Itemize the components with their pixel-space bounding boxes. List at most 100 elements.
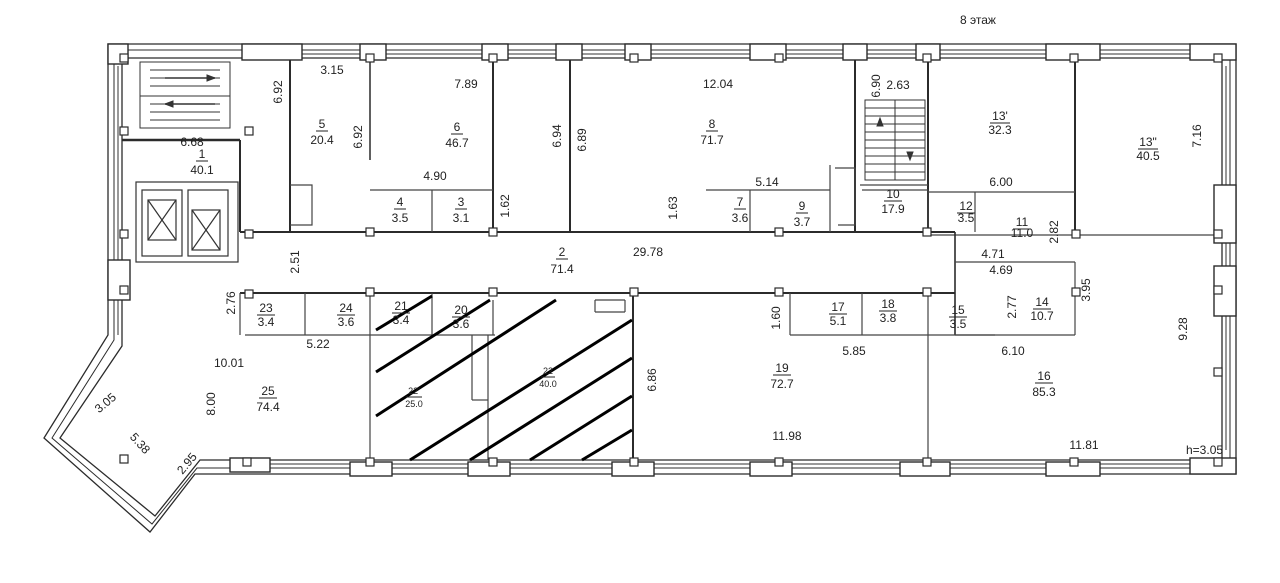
svg-text:32.3: 32.3 xyxy=(988,123,1012,137)
room-1: 140.1 xyxy=(190,147,214,177)
svg-text:8.00: 8.00 xyxy=(204,392,218,416)
svg-text:29.78: 29.78 xyxy=(633,245,663,259)
room-22-prime: 22'25.0 xyxy=(405,386,423,409)
room-24: 243.6 xyxy=(337,301,355,329)
svg-text:2.51: 2.51 xyxy=(288,250,302,274)
room-21: 213.4 xyxy=(392,299,410,327)
svg-text:3.95: 3.95 xyxy=(1079,278,1093,302)
svg-text:21: 21 xyxy=(394,299,408,313)
svg-text:3.15: 3.15 xyxy=(320,63,344,77)
room-15: 153.5 xyxy=(949,303,967,331)
svg-text:5: 5 xyxy=(319,117,326,131)
svg-text:10.7: 10.7 xyxy=(1030,309,1054,323)
svg-text:12.04: 12.04 xyxy=(703,77,733,91)
svg-text:14: 14 xyxy=(1035,295,1049,309)
svg-text:2: 2 xyxy=(559,245,566,259)
svg-text:5.1: 5.1 xyxy=(830,314,847,328)
svg-text:25.0: 25.0 xyxy=(405,399,423,409)
svg-text:2.76: 2.76 xyxy=(224,291,238,315)
svg-text:5.38: 5.38 xyxy=(127,430,153,457)
room-8: 871.7 xyxy=(700,117,724,147)
svg-text:17: 17 xyxy=(831,300,845,314)
svg-text:19: 19 xyxy=(775,361,789,375)
svg-text:25: 25 xyxy=(261,384,275,398)
svg-text:4.71: 4.71 xyxy=(981,247,1005,261)
svg-text:71.7: 71.7 xyxy=(700,133,724,147)
svg-text:2.63: 2.63 xyxy=(886,78,910,92)
svg-text:46.7: 46.7 xyxy=(445,136,469,150)
svg-text:24: 24 xyxy=(339,301,353,315)
svg-text:15: 15 xyxy=(951,303,965,317)
room-12: 123.5 xyxy=(957,199,975,225)
svg-text:11.0: 11.0 xyxy=(1011,226,1034,240)
svg-text:17.9: 17.9 xyxy=(881,202,905,216)
svg-text:3.8: 3.8 xyxy=(880,311,897,325)
room-17: 175.1 xyxy=(829,300,847,328)
svg-text:3.5: 3.5 xyxy=(392,211,409,225)
svg-text:6.90: 6.90 xyxy=(869,74,883,98)
svg-text:6.68: 6.68 xyxy=(180,135,204,149)
svg-text:13': 13' xyxy=(992,109,1008,123)
svg-text:3.6: 3.6 xyxy=(732,211,749,225)
window-strips xyxy=(117,53,1227,465)
svg-text:22: 22 xyxy=(543,366,553,376)
svg-text:5.85: 5.85 xyxy=(842,344,866,358)
svg-text:3.7: 3.7 xyxy=(794,215,811,229)
svg-text:85.3: 85.3 xyxy=(1032,385,1056,399)
svg-text:13": 13" xyxy=(1139,135,1157,149)
svg-text:6: 6 xyxy=(454,120,461,134)
room-6: 646.7 xyxy=(445,120,469,150)
svg-text:6.89: 6.89 xyxy=(575,128,589,152)
svg-text:1: 1 xyxy=(199,147,206,161)
svg-text:4.90: 4.90 xyxy=(423,169,447,183)
svg-text:7.89: 7.89 xyxy=(454,77,478,91)
svg-text:12: 12 xyxy=(959,199,973,213)
room-23: 233.4 xyxy=(257,301,275,329)
room-9: 93.7 xyxy=(794,199,811,229)
svg-text:8: 8 xyxy=(709,117,716,131)
room-13-double-prime: 13"40.5 xyxy=(1136,135,1160,163)
svg-text:4.69: 4.69 xyxy=(989,263,1013,277)
svg-text:11: 11 xyxy=(1016,215,1029,229)
svg-text:3.6: 3.6 xyxy=(338,315,355,329)
svg-text:3: 3 xyxy=(458,195,465,209)
svg-text:40.1: 40.1 xyxy=(190,163,214,177)
ceiling-height-label: h=3.05 xyxy=(1186,443,1223,457)
svg-text:2.77: 2.77 xyxy=(1005,295,1019,319)
stair-right xyxy=(864,99,926,181)
svg-text:20.4: 20.4 xyxy=(310,133,334,147)
svg-text:9.28: 9.28 xyxy=(1176,317,1190,341)
dimension-labels: 3.15 6.92 6.92 7.89 12.04 6.90 2.63 6.68… xyxy=(92,63,1204,477)
svg-text:2.95: 2.95 xyxy=(174,450,200,477)
room-13-prime: 13'32.3 xyxy=(988,109,1012,137)
interior-walls xyxy=(122,58,1222,460)
svg-text:11.81: 11.81 xyxy=(1069,438,1098,452)
room-4: 43.5 xyxy=(392,195,409,225)
room-5: 520.4 xyxy=(310,117,334,147)
room-labels: 140.1 271.4 33.1 43.5 520.4 646.7 73.6 8… xyxy=(190,109,1160,414)
svg-text:10.01: 10.01 xyxy=(214,356,244,370)
svg-text:3.05: 3.05 xyxy=(92,390,119,416)
svg-text:1.62: 1.62 xyxy=(498,194,512,218)
room-7: 73.6 xyxy=(732,195,749,225)
room-3: 33.1 xyxy=(453,195,470,225)
svg-text:40.5: 40.5 xyxy=(1136,149,1160,163)
stair-left xyxy=(139,61,231,129)
hatched-area xyxy=(375,294,633,462)
svg-text:6.00: 6.00 xyxy=(989,175,1013,189)
svg-text:72.7: 72.7 xyxy=(770,377,794,391)
svg-text:3.5: 3.5 xyxy=(958,211,975,225)
svg-text:6.92: 6.92 xyxy=(271,80,285,104)
svg-text:1.63: 1.63 xyxy=(666,196,680,220)
room-18: 183.8 xyxy=(879,297,897,325)
svg-text:9: 9 xyxy=(799,199,806,213)
svg-text:3.4: 3.4 xyxy=(393,313,410,327)
svg-text:2.82: 2.82 xyxy=(1047,220,1061,244)
